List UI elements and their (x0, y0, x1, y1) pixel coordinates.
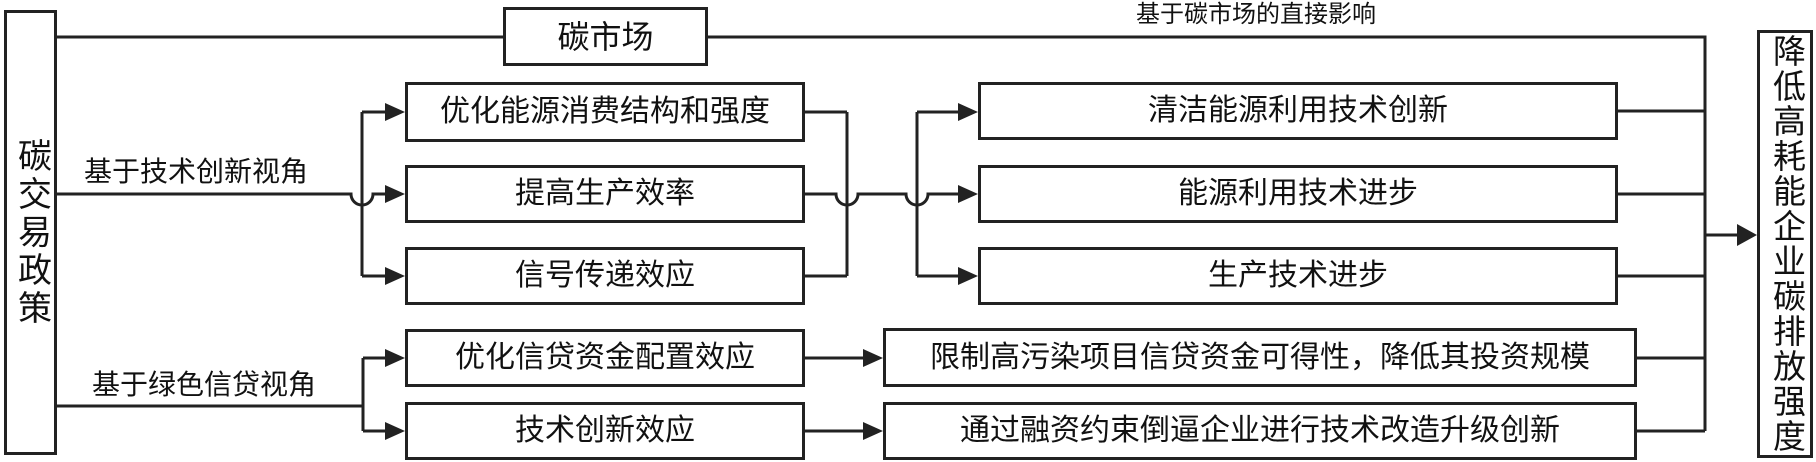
node-reduce-carbon-intensity: 降低高耗能企业碳排放强度 (1757, 30, 1813, 458)
node-financing-constraint-upgrade: 通过融资约束倒逼企业进行技术改造升级创新 (883, 402, 1637, 460)
node-tech-innovation-effect: 技术创新效应 (405, 402, 805, 460)
arrowhead-to-tech-innovation-effect (385, 422, 405, 440)
edge-market-to-collector (708, 35, 1707, 431)
arrowhead-to-restrict-credit (863, 349, 883, 367)
node-optimize-energy-structure: 优化能源消费结构和强度 (405, 82, 805, 142)
node-carbon-market: 碳市场 (503, 7, 708, 66)
node-production-tech-progress: 生产技术进步 (978, 247, 1618, 305)
arrowhead-to-signal-effect (385, 267, 405, 285)
node-restrict-polluting-credit: 限制高污染项目信贷资金可得性，降低其投资规模 (883, 328, 1637, 387)
edge-middle-with-two-hops (805, 192, 958, 207)
node-credit-allocation-effect: 优化信贷资金配置效应 (405, 329, 805, 387)
arrowhead-to-productivity (385, 185, 405, 203)
node-signal-transmission-effect: 信号传递效应 (405, 247, 805, 305)
node-clean-energy-tech-innovation: 清洁能源利用技术创新 (978, 82, 1618, 140)
arrowhead-to-target (1737, 224, 1757, 246)
arrowhead-to-financing-constraint (863, 422, 883, 440)
edge-label-green-credit-perspective: 基于绿色信贷视角 (92, 370, 317, 401)
arrowhead-to-energy-tech-progress (958, 185, 978, 203)
edge-label-tech-innovation-perspective: 基于技术创新视角 (84, 157, 309, 188)
node-energy-tech-progress: 能源利用技术进步 (978, 165, 1618, 223)
arrowhead-to-energy-structure (385, 103, 405, 121)
edge-label-carbon-market-direct-impact: 基于碳市场的直接影响 (1136, 2, 1376, 28)
arrowhead-to-credit-allocation (385, 349, 405, 367)
node-carbon-trading-policy: 碳交易政策 (4, 10, 57, 455)
arrowhead-to-production-tech (958, 267, 978, 285)
edge-tech-branch-horizontal-with-hop (57, 192, 385, 207)
node-improve-productivity: 提高生产效率 (405, 165, 805, 223)
arrowhead-to-clean-energy (958, 103, 978, 121)
